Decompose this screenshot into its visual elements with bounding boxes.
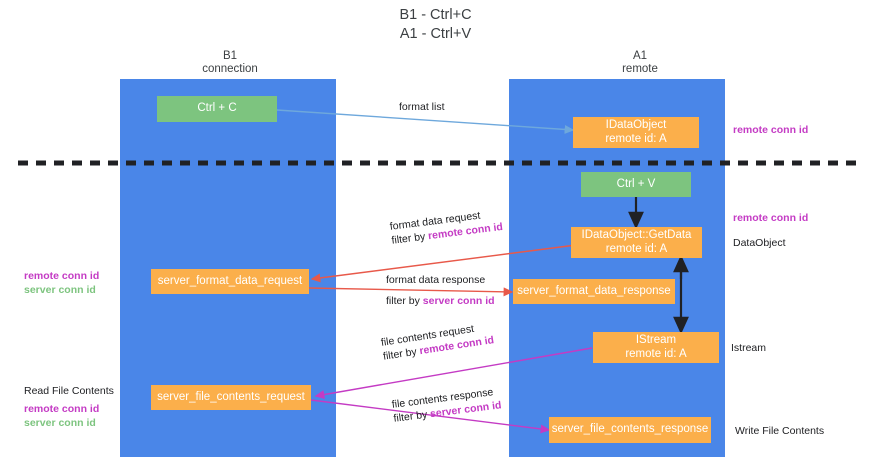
node-server-file-contents-response[interactable]: server_file_contents_response [549,417,711,443]
node-idataobject[interactable]: IDataObject remote id: A [573,117,699,148]
annotation-remote-conn-id-mid: remote conn id [733,212,809,224]
edge-label-format-list-line1: format list [399,101,445,113]
annotation-left-conn-ids-2: remote conn id server conn id [24,402,99,430]
annotation-read-file-contents: Read File Contents [24,385,114,397]
edge-label-format-data-response: format data response filter by server co… [386,273,495,308]
page-title: B1 - Ctrl+C A1 - Ctrl+V [399,7,472,42]
node-istream[interactable]: IStream remote id: A [593,332,719,363]
edge-label-format-list: format list [399,100,445,114]
edge-label-file-contents-response: file contents response filter by server … [391,384,502,425]
annotation-dataobject: DataObject [733,237,786,249]
annotation-left-server-conn-id: server conn id [24,284,96,296]
annotation-remote-conn-id-top: remote conn id [733,124,809,136]
annotation-istream: Istream [731,342,767,354]
annotation-left-server-conn-id-2: server conn id [24,417,96,429]
annotation-left-conn-ids: remote conn id server conn id [24,269,99,297]
node-ctrl-c[interactable]: Ctrl + C [157,96,277,122]
node-server-format-data-response[interactable]: server_format_data_response [513,279,675,304]
edge-label-format-data-response-line2: filter by server conn id [386,295,495,307]
node-server-format-data-request[interactable]: server_format_data_request [151,269,309,294]
edge-label-format-data-response-line1: format data response [386,274,486,286]
annotation-left-remote-conn-id-2: remote conn id [24,403,100,415]
edge-label-file-contents-request: file contents request filter by remote c… [380,319,495,363]
annotation-left-remote-conn-id: remote conn id [24,270,100,282]
annotation-write-file-contents: Write File Contents [735,425,825,437]
node-ctrl-v[interactable]: Ctrl + V [581,172,691,197]
column-header-a1: A1 remote [622,50,658,75]
accent-server-conn-id: server conn id [422,295,495,307]
node-server-file-contents-request[interactable]: server_file_contents_request [151,385,311,410]
column-header-b1: B1 connection [202,50,258,75]
node-idataobject-getdata[interactable]: IDataObject::GetData remote id: A [571,227,702,258]
edge-label-format-data-request: format data request filter by remote con… [389,206,504,248]
